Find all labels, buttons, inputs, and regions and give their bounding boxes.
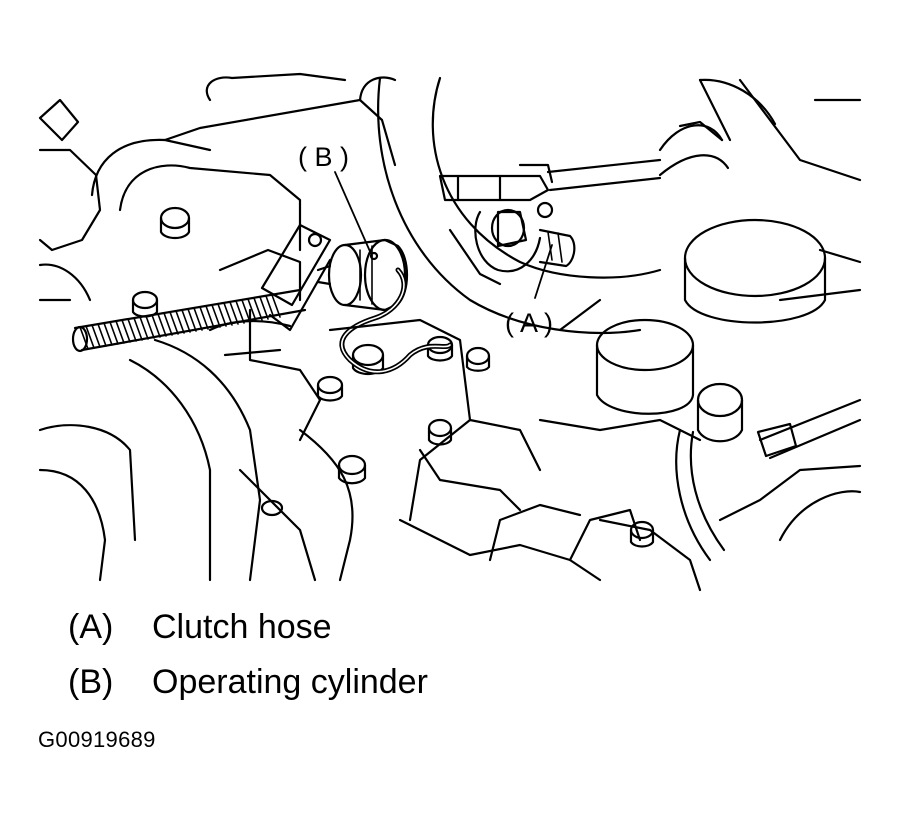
callout-a: ( A ) [505,308,553,338]
hose-union [438,158,662,286]
figure-id: G00919689 [38,727,156,752]
clutch-hose-line [339,267,453,375]
engine-background [38,72,862,592]
release-fork [260,223,332,332]
legend-key-b: (B) [68,663,114,701]
callout-leaders [334,171,553,299]
callout-b: ( B ) [298,142,349,172]
reservoir-tanks [595,218,827,562]
legend-key-a: (A) [68,608,114,646]
legend-text-b: Operating cylinder [152,663,428,701]
legend-row-a: (A) Clutch hose [68,607,332,647]
coolant-pipe [377,76,662,334]
engine-bay-illustration: ( B ) ( A ) [38,72,862,592]
leader-b [334,171,373,257]
hose-bracket [328,318,542,522]
threaded-rod [71,288,307,353]
operating-cylinder [316,238,408,312]
legend-row-b: (B) Operating cylinder [68,662,428,702]
mounting-bolts [131,206,655,548]
leader-a [534,244,553,299]
legend-text-a: Clutch hose [152,608,332,646]
upper-hoses [558,78,862,460]
